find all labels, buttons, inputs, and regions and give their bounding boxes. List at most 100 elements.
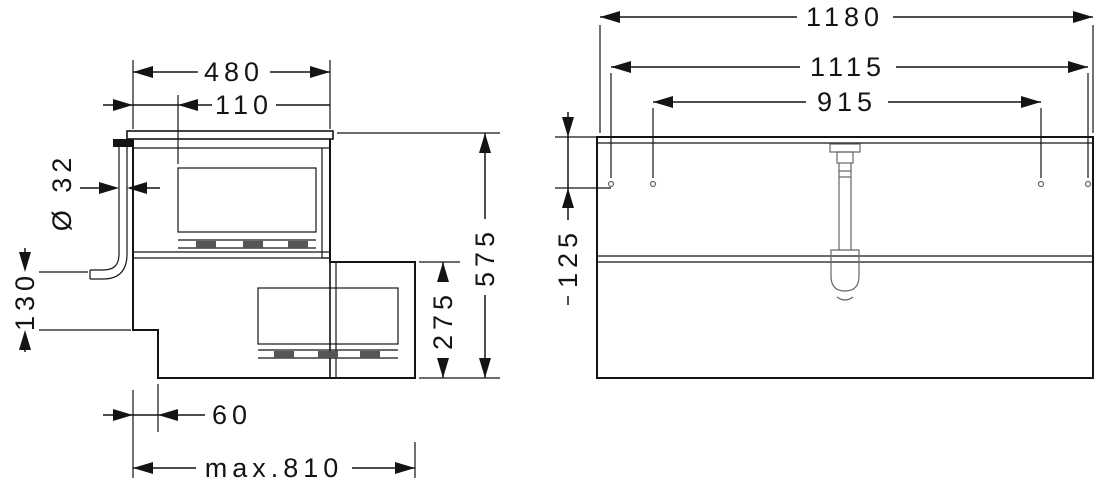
siphon-trap-cup <box>830 249 860 292</box>
upper-drawer-slide-block <box>243 241 263 248</box>
dim-diameter-32: Ø 32 <box>47 153 160 232</box>
upper-drawer-slide-block <box>288 241 308 248</box>
arrowhead <box>395 462 415 474</box>
label-mask <box>800 53 896 81</box>
drawer-divider <box>597 255 1093 263</box>
extension-line <box>599 25 1094 133</box>
dim-575-label-group: 575 <box>470 219 500 295</box>
dim-915-label: 915 <box>817 87 877 117</box>
dim-110-label: 110 <box>215 90 273 120</box>
siphon-flange <box>829 143 861 153</box>
arrowhead <box>1021 96 1041 108</box>
arrowhead <box>1068 61 1088 73</box>
arrowhead <box>113 409 133 421</box>
dim-125: 125 <box>553 112 611 305</box>
countertop-slab <box>126 130 334 140</box>
arrowhead <box>562 188 574 208</box>
label-mask <box>429 282 457 358</box>
mounting-hole <box>607 180 615 188</box>
label-mask <box>196 454 352 482</box>
extension-line <box>132 384 159 478</box>
dim-110: 110 <box>103 90 330 164</box>
label-mask <box>212 91 276 119</box>
siphon-trap-bottom <box>836 296 854 301</box>
mounting-hole <box>1084 180 1092 188</box>
dim-diameter-label-group: Ø 32 <box>47 153 77 232</box>
arrowhead <box>133 462 153 474</box>
dim-max-810: max.810 <box>133 442 416 483</box>
arrowhead <box>437 262 449 282</box>
arrowhead <box>113 99 133 111</box>
arrowhead <box>437 358 449 378</box>
dim-1115-label: 1115 <box>810 52 886 82</box>
label-mask <box>198 58 270 86</box>
dim-max-810-label: max.810 <box>205 453 344 483</box>
lower-drawer-slide-block <box>318 351 338 358</box>
extension-line <box>337 132 500 379</box>
dim-60-label: 60 <box>212 400 252 430</box>
arrowhead <box>133 66 153 78</box>
mounting-hole <box>649 180 657 188</box>
dim-125-label-group: 125 <box>553 220 583 296</box>
extension-line <box>652 108 1042 178</box>
extension-line <box>610 73 1089 178</box>
front-view-siphon <box>829 143 861 301</box>
siphon-neck <box>836 151 854 164</box>
dim-125-label: 125 <box>553 228 583 288</box>
arrowhead <box>653 96 673 108</box>
arrowhead <box>1073 11 1093 23</box>
dim-275-label: 275 <box>428 290 458 350</box>
side-view-cabinet <box>126 130 416 379</box>
dim-1180-label: 1180 <box>806 2 884 32</box>
dim-575-label: 575 <box>470 227 500 287</box>
arrowhead <box>600 11 620 23</box>
dim-diameter-label: Ø 32 <box>47 153 77 232</box>
dim-60: 60 <box>103 384 252 478</box>
cabinet-outline <box>132 139 416 379</box>
lower-drawer-slide-block <box>360 351 380 358</box>
dim-480: 480 <box>132 57 331 129</box>
lower-drawer-slide-block <box>274 351 294 358</box>
arrowhead <box>158 409 178 421</box>
arrowhead <box>611 61 631 73</box>
upper-drawer-slide-block <box>196 241 216 248</box>
arrowhead <box>479 133 491 153</box>
dim-130-label: 130 <box>10 271 40 331</box>
front-view-cabinet <box>596 136 1094 379</box>
arrowhead <box>178 99 198 111</box>
dim-480-label: 480 <box>204 57 264 87</box>
dim-275-label-group: 275 <box>428 282 458 358</box>
dim-275: 275 <box>419 261 460 378</box>
mounting-hole <box>1037 180 1045 188</box>
arrowhead <box>99 182 119 194</box>
label-mask <box>554 220 582 296</box>
arrowhead <box>127 182 147 194</box>
side-view-drain-pipe <box>89 139 133 280</box>
dim-130: 130 <box>10 248 131 352</box>
label-mask <box>471 219 499 295</box>
drain-pipe <box>118 147 128 254</box>
dim-915: 915 <box>652 87 1042 178</box>
side-view: 480 110 Ø 32 130 <box>10 57 500 483</box>
drain-trap <box>89 253 128 280</box>
extension-line <box>555 136 611 189</box>
cabinet-front-panel <box>321 148 330 259</box>
arrowhead <box>479 358 491 378</box>
label-mask <box>11 268 39 334</box>
dim-1180: 1180 <box>599 2 1094 133</box>
arrowhead <box>562 117 574 137</box>
dim-575: 575 <box>337 132 500 379</box>
side-view-upper-drawer <box>177 167 317 249</box>
side-view-lower-drawer <box>257 287 399 359</box>
label-mask <box>797 3 893 31</box>
dim-130-label-group: 130 <box>10 268 40 334</box>
arrowhead <box>19 252 31 272</box>
cabinet-front-outline <box>596 136 1094 379</box>
dim-1115: 1115 <box>610 52 1089 178</box>
cabinet-mid-panel <box>133 251 330 259</box>
upper-drawer-box <box>177 167 317 233</box>
arrowhead <box>19 330 31 350</box>
drain-flange <box>113 139 133 147</box>
